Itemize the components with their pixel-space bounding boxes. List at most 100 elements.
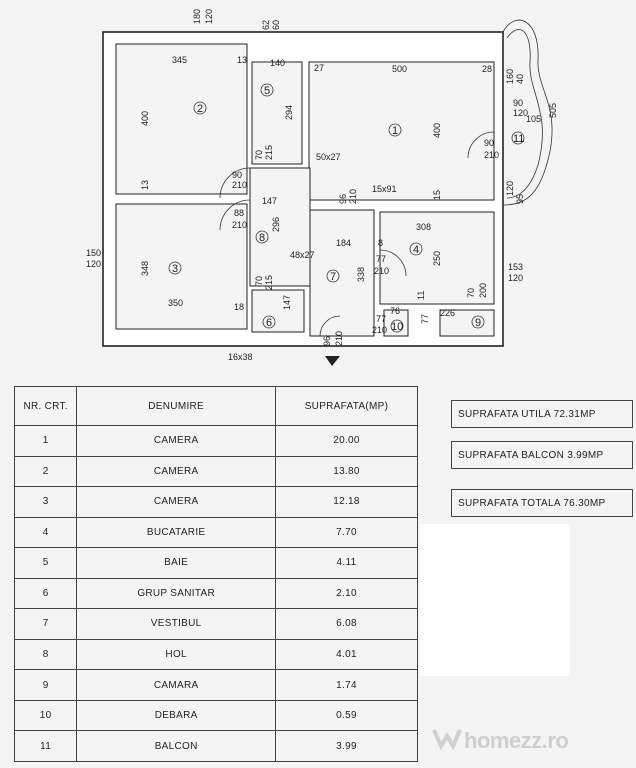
- dimension-label: 210: [334, 331, 344, 346]
- room-8-area: [249, 167, 311, 287]
- dimension-label: 96: [322, 336, 332, 346]
- cell-name: CAMERA: [76, 425, 276, 457]
- entrance-arrow-icon: [325, 356, 340, 366]
- door-arc-8: [219, 167, 251, 199]
- dimension-label: 308: [416, 222, 431, 232]
- room-9-area: [439, 309, 495, 337]
- dimension-label: 400: [140, 111, 150, 126]
- cell-area: 13.80: [274, 455, 419, 488]
- dimension-label: 147: [282, 295, 292, 310]
- room-10-marker: [390, 319, 404, 333]
- dimension-label: 90: [232, 170, 242, 180]
- dimension-label: 500: [392, 64, 407, 74]
- door-arc-1: [467, 131, 495, 159]
- cell-area: 4.11: [274, 547, 419, 579]
- dimension-label: 70: [466, 288, 476, 298]
- cell-area: 4.01: [274, 638, 419, 671]
- dimension-label: 180: [192, 9, 202, 24]
- room-3-marker: [168, 261, 182, 275]
- room-6-marker: [262, 315, 276, 329]
- cell-nr: 5: [13, 547, 78, 579]
- dimension-label: 210: [372, 325, 387, 335]
- dimension-label: 210: [484, 150, 499, 160]
- dimension-label: 200: [478, 283, 488, 298]
- room-6-area: [251, 289, 305, 333]
- dimension-label: 294: [284, 105, 294, 120]
- door-arc-7: [319, 315, 341, 337]
- cell-name: BUCATARIE: [76, 516, 276, 549]
- dimension-label: 184: [336, 238, 351, 248]
- cell-nr: 10: [13, 699, 78, 732]
- dimension-label: 16x38: [228, 352, 253, 362]
- dimension-label: 210: [374, 266, 389, 276]
- room-5-label: 5: [264, 85, 270, 97]
- dimension-label: 296: [271, 217, 281, 232]
- dimension-label: 18: [234, 302, 244, 312]
- room-7-marker: [326, 269, 340, 283]
- dimension-label: 70: [254, 150, 264, 160]
- room-10-label: 10: [391, 321, 403, 333]
- balcony-inner-outline: [506, 29, 543, 199]
- dimension-label: 11: [416, 291, 426, 300]
- room-5-marker: [260, 83, 274, 97]
- dimension-label: 150: [86, 248, 101, 258]
- dimension-label: 70: [254, 276, 264, 286]
- door-arc-4: [379, 249, 407, 277]
- dimension-label: 8: [378, 238, 383, 248]
- dimension-label: 160: [505, 69, 515, 84]
- cell-name: CAMERA: [76, 486, 276, 518]
- dimension-label: 13: [237, 55, 247, 65]
- dimension-label: 250: [432, 251, 442, 266]
- room-8-marker: [255, 230, 269, 244]
- dimension-label: 90: [484, 138, 494, 148]
- room-9-label: 9: [475, 317, 481, 329]
- dimension-label: 140: [270, 58, 285, 68]
- dimension-label: 226: [440, 308, 455, 318]
- room-2-label: 2: [197, 103, 203, 115]
- cell-area: 0.59: [274, 699, 419, 732]
- watermark-text: homezz.ro: [464, 728, 569, 753]
- cell-nr: 7: [13, 608, 78, 640]
- room-7-label: 7: [330, 271, 336, 283]
- cell-name: BAIE: [76, 547, 276, 579]
- cell-name: GRUP SANITAR: [76, 577, 276, 610]
- dimension-label: 147: [262, 196, 277, 206]
- room-4-marker: [409, 242, 423, 256]
- dimension-label: 120: [508, 273, 523, 283]
- door-arc-3: [219, 199, 251, 231]
- room-9-marker: [471, 315, 485, 329]
- dimension-label: 62: [261, 20, 271, 30]
- room-7-area: [309, 209, 375, 337]
- cell-name: BALCON: [76, 730, 276, 762]
- cell-area: 6.08: [274, 608, 419, 640]
- cell-nr: 3: [13, 486, 78, 518]
- cell-nr: 9: [13, 669, 78, 701]
- room-3-area: [115, 203, 248, 330]
- total-area-box: SUPRAFATA TOTALA 76.30MP: [451, 489, 633, 517]
- room-4-label: 4: [413, 244, 419, 256]
- room-1-label: 1: [392, 125, 398, 137]
- dimension-label: 120: [204, 9, 214, 24]
- cell-nr: 2: [13, 455, 78, 488]
- header-name: DENUMIRE: [76, 386, 276, 426]
- dimension-label: 27: [314, 63, 324, 73]
- room-8-label: 8: [259, 232, 265, 244]
- header-nr: NR. CRT.: [13, 386, 78, 426]
- dimension-label: 77: [376, 314, 386, 324]
- dimension-label: 210: [232, 180, 247, 190]
- room-1-area: [308, 61, 495, 201]
- dimension-label: 77: [420, 314, 430, 324]
- redacted-block: [420, 524, 570, 676]
- cell-nr: 11: [13, 730, 78, 762]
- balcony-outline: [502, 19, 553, 206]
